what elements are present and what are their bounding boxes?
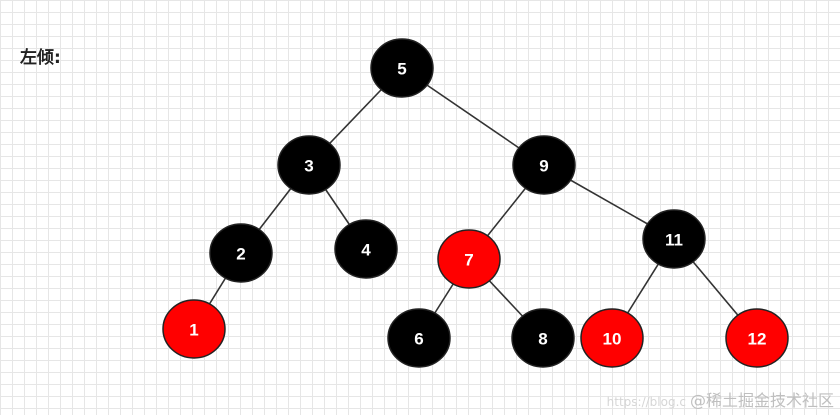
tree-node-1: 1 bbox=[162, 299, 226, 359]
tree-node-11: 11 bbox=[642, 209, 706, 269]
tree-edges bbox=[193, 67, 758, 339]
tree-node-circle bbox=[387, 308, 451, 368]
tree-node-circle bbox=[209, 223, 273, 283]
tree-node-circle bbox=[512, 135, 576, 195]
tree-node-label: 12 bbox=[748, 330, 767, 349]
page-title: 左倾: bbox=[20, 48, 61, 68]
tree-node-8: 8 bbox=[511, 308, 575, 368]
tree-node-circle bbox=[334, 219, 398, 279]
tree-node-circle bbox=[437, 229, 501, 289]
watermark-url: https://blog.c bbox=[606, 395, 686, 409]
tree-node-6: 6 bbox=[387, 308, 451, 368]
tree-node-circle bbox=[642, 209, 706, 269]
tree-node-label: 2 bbox=[236, 245, 245, 264]
watermark-text: @稀土掘金技术社区 bbox=[689, 391, 834, 410]
watermark: https://blog.c@稀土掘金技术社区 bbox=[607, 387, 834, 411]
tree-node-label: 5 bbox=[397, 60, 406, 79]
tree-node-label: 8 bbox=[538, 330, 547, 349]
tree-node-circle bbox=[511, 308, 575, 368]
tree-node-circle bbox=[370, 38, 434, 98]
tree-node-label: 11 bbox=[665, 231, 683, 250]
tree-node-9: 9 bbox=[512, 135, 576, 195]
tree-node-label: 4 bbox=[361, 241, 371, 260]
tree-node-label: 9 bbox=[539, 157, 548, 176]
tree-node-label: 6 bbox=[414, 330, 423, 349]
tree-node-5: 5 bbox=[370, 38, 434, 98]
tree-node-12: 12 bbox=[725, 308, 789, 368]
tree-node-circle bbox=[277, 135, 341, 195]
tree-node-circle bbox=[162, 299, 226, 359]
tree-node-label: 1 bbox=[189, 321, 198, 340]
tree-node-label: 7 bbox=[464, 251, 473, 270]
tree-node-4: 4 bbox=[334, 219, 398, 279]
tree-node-circle bbox=[580, 308, 644, 368]
tree-node-10: 10 bbox=[580, 308, 644, 368]
tree-node-7: 7 bbox=[437, 229, 501, 289]
tree-node-label: 10 bbox=[603, 330, 622, 349]
tree-node-circle bbox=[725, 308, 789, 368]
tree-node-2: 2 bbox=[209, 223, 273, 283]
tree-node-label: 3 bbox=[304, 157, 313, 176]
tree-node-3: 3 bbox=[277, 135, 341, 195]
